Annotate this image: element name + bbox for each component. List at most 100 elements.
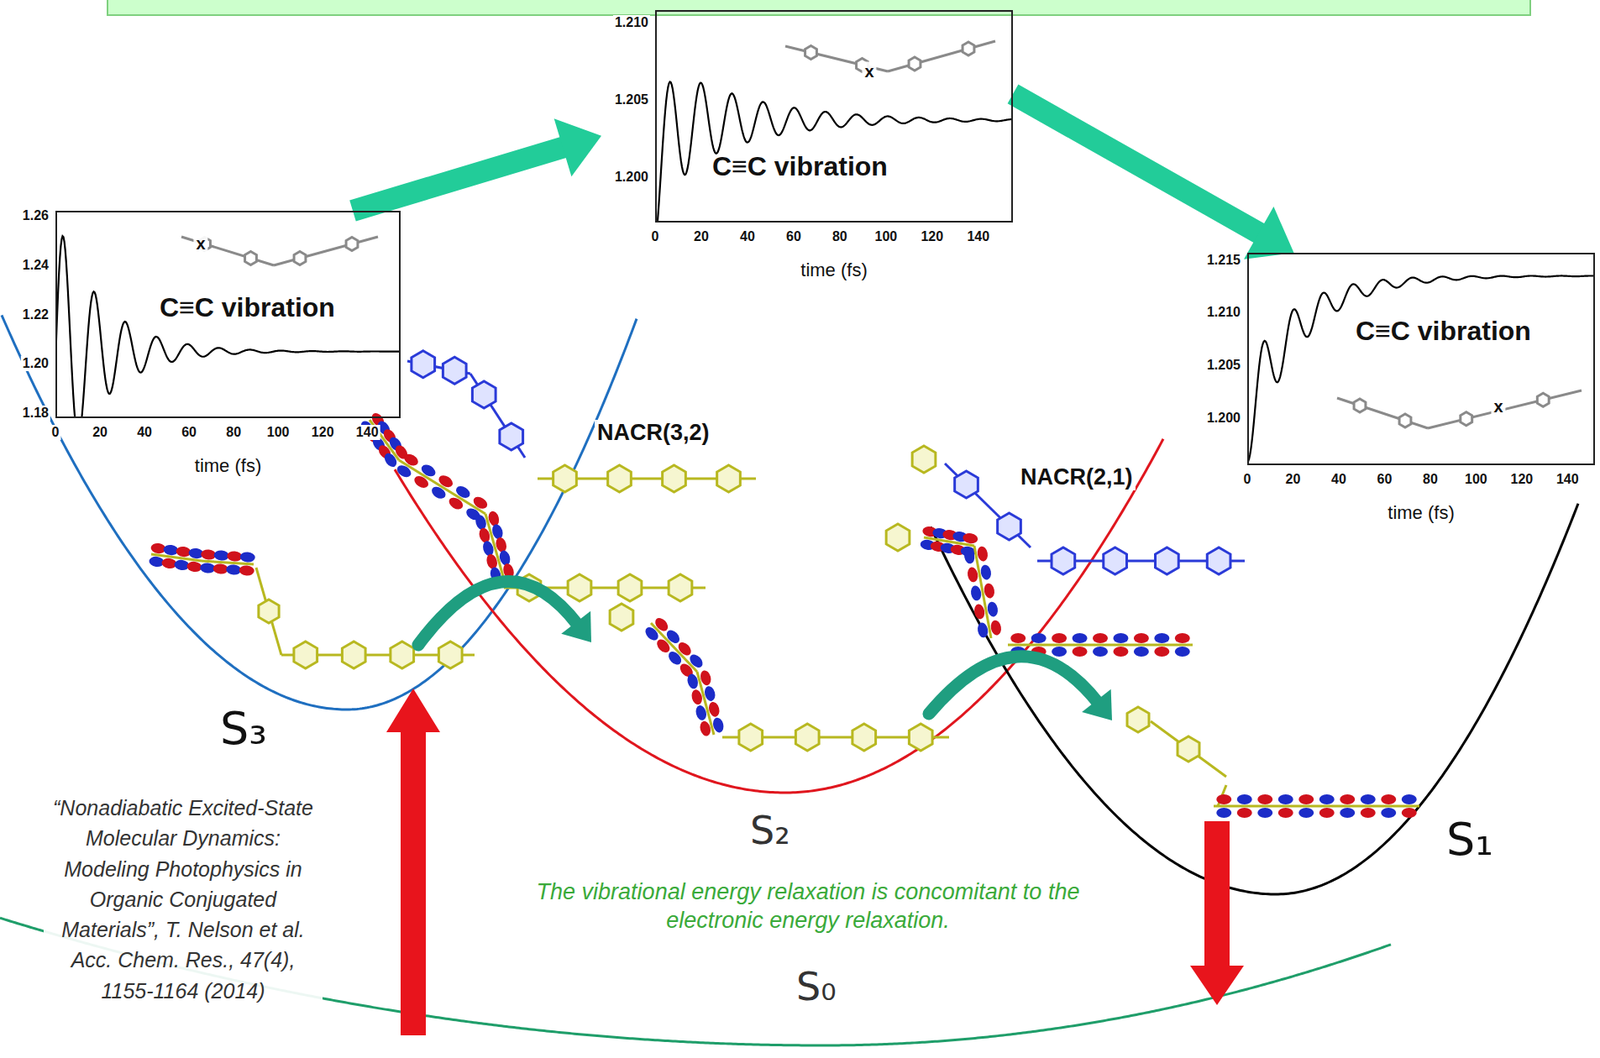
orbital-lobe xyxy=(1112,646,1128,657)
molecule-nacr21 xyxy=(912,445,1245,575)
state-label: S₃ xyxy=(220,702,268,756)
state-label: S₁ xyxy=(1446,813,1494,866)
benzene-ring xyxy=(553,465,578,493)
orbital-lobe xyxy=(1401,807,1417,819)
emission-arrow xyxy=(1190,821,1244,1006)
site-marker: x xyxy=(193,234,208,254)
orbital-lobe xyxy=(1133,646,1149,657)
molecule-nacr32 xyxy=(407,351,756,493)
bond xyxy=(256,567,282,656)
benzene-ring xyxy=(1127,707,1149,733)
s3-curve xyxy=(1,314,637,710)
orbital-lobe xyxy=(446,495,466,513)
benzene-ring xyxy=(608,465,632,493)
transfer-arrow xyxy=(928,656,1099,714)
arrow-shaft xyxy=(352,145,570,211)
benzene-ring xyxy=(852,723,877,751)
orbital-lobe xyxy=(970,585,983,603)
orbital-lobe xyxy=(690,688,704,706)
tick-label: 80 xyxy=(830,229,850,245)
tick-label: 140 xyxy=(354,424,381,441)
benzene-ring xyxy=(795,723,819,751)
orbital-lobe xyxy=(454,483,473,501)
benzene-ring xyxy=(1155,547,1180,575)
tick-label: 1.210 xyxy=(613,15,651,31)
arrow-head xyxy=(554,118,602,177)
s2-curve xyxy=(394,439,1164,793)
flow-arrow xyxy=(352,118,602,211)
orbital-lobe xyxy=(1339,794,1355,805)
benzene-ring xyxy=(293,251,306,266)
transfer-arrow xyxy=(418,582,578,646)
benzene-ring xyxy=(739,723,763,751)
orbital-lobe xyxy=(982,582,996,600)
orbital-lobe xyxy=(1216,794,1232,805)
excitation-arrow xyxy=(386,688,441,1036)
orbital-lobe xyxy=(702,685,717,703)
coupling-label: NACR(2,1) xyxy=(1017,464,1136,491)
benzene-ring xyxy=(1460,412,1473,426)
benzene-ring xyxy=(908,723,933,751)
benzene-ring xyxy=(908,57,921,71)
benzene-ring xyxy=(805,46,818,60)
orbital-lobe xyxy=(711,716,725,734)
benzene-ring xyxy=(997,513,1022,541)
orbital-lobe xyxy=(1298,807,1314,819)
s1-curve xyxy=(930,503,1579,895)
benzene-ring xyxy=(856,58,869,73)
arrow-shaft xyxy=(1012,94,1265,237)
axis-title: time (fs) xyxy=(1247,502,1595,525)
orbital-lobe xyxy=(225,564,242,576)
orbital-lobe xyxy=(1072,633,1088,644)
orbital-lobe xyxy=(676,640,694,658)
inset-molecule xyxy=(1337,390,1582,429)
orbital-lobe xyxy=(979,564,992,582)
tick-label: 0 xyxy=(1242,472,1254,488)
benzene-ring xyxy=(567,574,592,602)
bond xyxy=(650,623,698,672)
tick-label: 1.18 xyxy=(20,405,51,421)
site-marker: x xyxy=(1490,397,1506,417)
orbital-lobe xyxy=(1319,807,1335,819)
transfer-arrow-head xyxy=(1081,689,1113,721)
orbital-lobe xyxy=(473,514,488,532)
orbital-lobe xyxy=(961,532,979,546)
benzene-ring xyxy=(390,641,415,669)
bond xyxy=(1213,805,1420,808)
bond xyxy=(181,236,274,266)
orbital-lobe xyxy=(186,561,203,573)
molecule-tdm xyxy=(358,410,706,602)
note: The vibrational energy relaxation is con… xyxy=(514,878,1102,936)
site-marker: x xyxy=(861,62,877,82)
benzene-ring xyxy=(1537,393,1549,407)
bond xyxy=(1150,721,1227,777)
inset-molecule xyxy=(785,41,996,73)
benzene-ring xyxy=(1206,547,1231,575)
tick-label: 1.200 xyxy=(613,169,651,185)
bond xyxy=(887,41,996,72)
tick-label: 60 xyxy=(1375,472,1395,488)
tick-label: 40 xyxy=(1329,472,1349,488)
tick-label: 1.205 xyxy=(1205,357,1243,373)
orbital-lobe xyxy=(1278,794,1294,805)
orbital-lobe xyxy=(1401,794,1417,805)
orbital-lobe xyxy=(966,566,980,584)
benzene-ring xyxy=(717,465,741,493)
orbital-lobe xyxy=(1154,646,1170,657)
benzene-ring xyxy=(438,641,462,669)
orbital-lobe xyxy=(213,550,230,562)
orbital-lobe xyxy=(481,540,495,558)
orbital-lobe xyxy=(490,523,504,541)
orbital-lobe xyxy=(1298,794,1314,805)
molecule-s1 xyxy=(1127,707,1420,819)
tick-label: 80 xyxy=(224,424,243,441)
orbital-lobe xyxy=(1237,794,1253,805)
orbital-lobe xyxy=(1257,794,1273,805)
tick-label: 100 xyxy=(872,229,899,245)
benzene-ring xyxy=(662,465,687,493)
orbital-lobe xyxy=(1010,633,1026,644)
benzene-ring xyxy=(954,471,979,499)
